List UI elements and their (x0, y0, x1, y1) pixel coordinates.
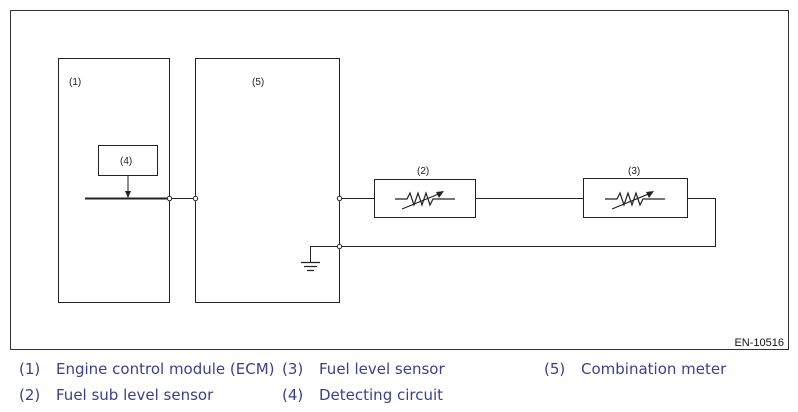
legend-item: (2) Fuel sub level sensor (19, 386, 269, 406)
ecm-terminal (166, 195, 173, 202)
fuel-level-sensor-box (583, 178, 688, 218)
legend-item: (3) Fuel level sensor (282, 360, 522, 380)
legend-number: (2) (19, 386, 41, 404)
meter-terminal-left (192, 195, 199, 202)
meter-terminal-return (336, 243, 343, 250)
combination-meter-box (195, 58, 340, 303)
meter-terminal-signal (336, 195, 343, 202)
fuel-level-sensor-label: (3) (628, 166, 640, 177)
figure-id: EN-10516 (734, 337, 784, 349)
variable-resistor-icon (605, 191, 665, 210)
legend-label: Combination meter (581, 360, 727, 378)
legend-number: (5) (544, 360, 566, 378)
fuel-sub-level-sensor-box (374, 179, 476, 218)
legend-item: (4) Detecting circuit (282, 386, 522, 406)
ecm-label: (1) (69, 77, 81, 88)
legend-label: Detecting circuit (319, 386, 444, 404)
variable-resistor-icon (395, 191, 455, 210)
legend-item: (1) Engine control module (ECM) (19, 360, 275, 380)
detecting-arrow-head (125, 191, 131, 198)
ecm-box (58, 58, 170, 303)
ground-wire (310, 246, 337, 262)
combination-meter-label: (5) (252, 77, 264, 88)
legend-item: (5) Combination meter (544, 360, 784, 380)
legend-label: Engine control module (ECM) (56, 360, 275, 378)
detecting-circuit-label: (4) (120, 156, 132, 167)
legend-label: Fuel sub level sensor (56, 386, 214, 404)
legend-number: (4) (282, 386, 304, 404)
diagram-frame (10, 10, 789, 350)
legend-label: Fuel level sensor (319, 360, 445, 378)
return-wire (339, 198, 716, 247)
legend-number: (3) (282, 360, 304, 378)
legend-number: (1) (19, 360, 41, 378)
fuel-sub-level-sensor-label: (2) (417, 166, 429, 177)
